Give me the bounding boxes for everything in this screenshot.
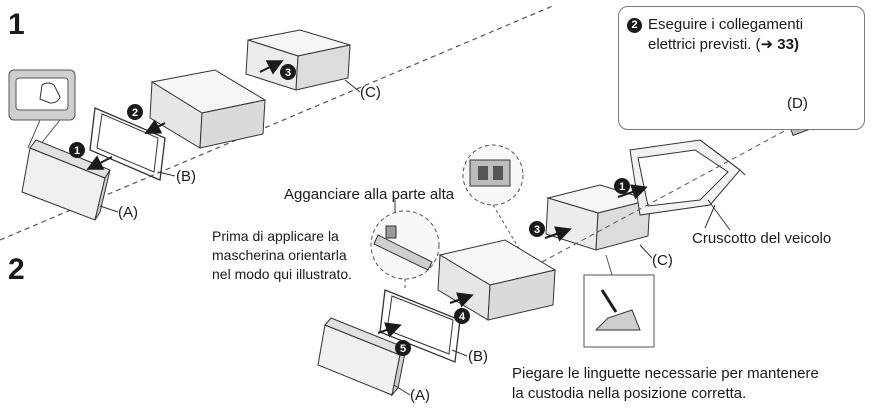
sleeve-c-step1 — [245, 29, 351, 91]
arrow-1-step2 — [617, 184, 648, 200]
orient-note-line-2: mascherina orientarla — [212, 247, 347, 263]
marker-2-step1: 2 — [127, 104, 143, 120]
svg-text:1: 1 — [619, 181, 625, 193]
faceplate-a-step1 — [21, 139, 111, 221]
arrow-5-step2 — [377, 322, 402, 338]
bend-tab-inset — [583, 254, 655, 348]
leader-b-step2 — [451, 349, 468, 357]
leader-c-step1 — [344, 79, 361, 93]
marker-1-step2: 1 — [614, 178, 630, 194]
leader-a-step1 — [99, 205, 119, 213]
orient-note-line-3: nel modo qui illustrato. — [212, 266, 353, 282]
faceplate-a-step2 — [317, 317, 407, 397]
hook-detail-inset — [370, 198, 440, 290]
dashboard-label: Cruscotto del veicolo — [692, 230, 832, 247]
svg-text:3: 3 — [534, 224, 540, 236]
leader-a-step2 — [393, 384, 411, 396]
callout-line-2: elettrici previsti. (➜ 33) — [648, 36, 799, 53]
bend-tabs-line-2: la custodia nella posizione corretta. — [512, 385, 747, 402]
marker-3-step1: 3 — [280, 64, 296, 80]
sleeve-tabs-inset — [462, 144, 524, 251]
label-b-step1: (B) — [176, 168, 196, 185]
label-a-step1: (A) — [118, 204, 138, 221]
svg-text:5: 5 — [400, 343, 406, 355]
step-2-number: 2 — [8, 253, 25, 286]
marker-1-step1: 1 — [69, 142, 85, 158]
callout-marker: 2 — [627, 17, 642, 33]
leader-b-step1 — [157, 171, 176, 177]
marker-3-step2: 3 — [529, 221, 545, 237]
step-1-number: 1 — [8, 8, 25, 41]
insertion-guide-line — [541, 127, 791, 263]
leader-c-step2 — [639, 244, 653, 259]
marker-5-step2: 5 — [395, 340, 411, 356]
svg-text:3: 3 — [285, 67, 291, 79]
marker-4-step2: 4 — [454, 308, 470, 324]
trim-frame-b-step1 — [89, 107, 166, 181]
label-d: (D) — [787, 95, 808, 112]
page-reference: 33) — [773, 36, 799, 53]
svg-text:1: 1 — [74, 145, 80, 157]
arrow-3-step2 — [544, 226, 572, 242]
hand-press-inset — [8, 69, 76, 151]
leader-dashboard — [704, 204, 716, 229]
unit-step2 — [437, 239, 557, 321]
orient-note-line-1: Prima di applicare la — [212, 228, 339, 244]
label-c-step2: (C) — [652, 252, 673, 269]
unit-step1 — [149, 69, 267, 149]
bend-tabs-line-1: Piegare le linguette necessarie per mant… — [512, 365, 819, 382]
svg-text:4: 4 — [459, 311, 466, 323]
trim-frame-b-step2 — [379, 289, 461, 363]
label-b-step2: (B) — [468, 348, 488, 365]
arrow-4-step2 — [449, 292, 474, 308]
arrow-3-step1 — [259, 60, 284, 75]
arrow-right-icon: ➜ — [760, 36, 774, 53]
arrow-1-step1 — [86, 155, 113, 170]
hook-top-label: Agganciare alla parte alta — [284, 186, 455, 203]
label-a-step2: (A) — [410, 387, 430, 404]
label-c-step1: (C) — [360, 84, 381, 101]
svg-text:2: 2 — [132, 107, 138, 119]
sleeve-c-step2 — [545, 184, 652, 251]
dashboard-opening — [629, 139, 746, 231]
arrow-2-step1 — [144, 119, 166, 134]
